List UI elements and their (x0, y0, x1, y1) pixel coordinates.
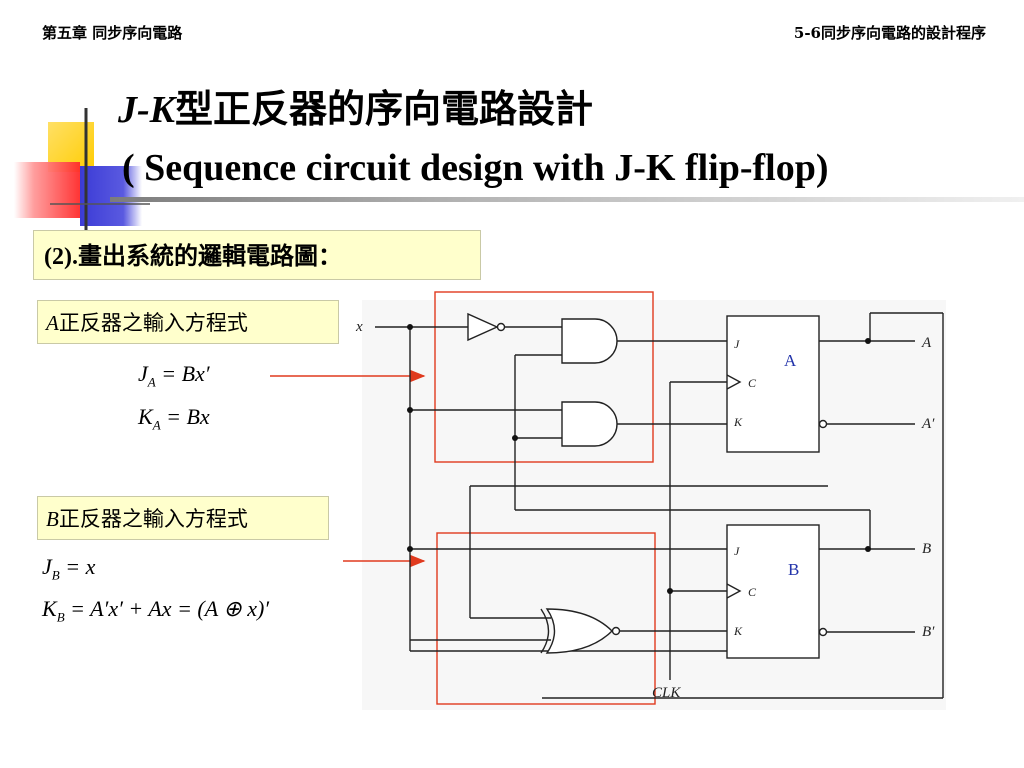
out-a-label: A (921, 335, 932, 351)
section-header: 5-6同步序向電路的設計程序 (793, 24, 986, 42)
ff-b-label: B正反器之輸入方程式 (37, 496, 329, 540)
flipflop-a-box (726, 315, 820, 453)
ff-b-var: B (46, 507, 59, 531)
step-number: (2). (44, 244, 78, 270)
eq-ka-rhs: = Bx (166, 404, 210, 429)
eq-jb: JB = x (42, 554, 95, 583)
out-b-bar-label: B′ (922, 624, 935, 640)
slide-subtitle: ( Sequence circuit design with J-K flip-… (122, 147, 829, 189)
eq-ja-sub: A (147, 374, 156, 390)
eq-jb-rhs: = x (65, 554, 96, 579)
out-a-bar-label: A′ (921, 416, 935, 432)
eq-jb-sub: B (51, 567, 60, 583)
circuit-panel (362, 300, 946, 710)
title-jk: J-K (118, 89, 175, 131)
highlight-box-a (434, 291, 654, 463)
ff-a-name: A (784, 351, 797, 370)
ffa-pin-c: C (748, 376, 757, 390)
eq-ja-rhs: = Bx′ (161, 361, 210, 386)
eq-kb-rhs: = A′x′ + Ax = (A ⊕ x)′ (70, 596, 270, 621)
eq-kb-lhs: K (42, 596, 57, 621)
and-gate-ka (561, 401, 618, 447)
chapter-header: 第五章 同步序向電路 (42, 24, 183, 42)
ffb-pin-c: C (748, 585, 757, 599)
ff-a-label-text: 正反器之輸入方程式 (58, 311, 248, 335)
junction-dot (667, 588, 673, 594)
ffb-pin-j: J (734, 544, 740, 558)
eq-ka: KA = Bx (138, 404, 210, 433)
step-heading: (2).畫出系統的邏輯電路圖： (33, 230, 481, 280)
and-gate-ja (561, 318, 618, 364)
junction-dot (865, 338, 871, 344)
junction-dot (512, 435, 518, 441)
junction-dot (407, 546, 413, 552)
highlight-box-b (436, 532, 656, 705)
ffb-pin-k: K (733, 624, 743, 638)
eq-ka-lhs: K (138, 404, 153, 429)
eq-kb-sub: B (56, 609, 65, 625)
junction-dot (407, 324, 413, 330)
title-underline (110, 197, 1024, 202)
eq-ka-sub: A (152, 417, 161, 433)
out-b-label: B (922, 541, 931, 557)
xnor-gate (545, 608, 613, 654)
eq-ja: JA = Bx′ (138, 361, 210, 390)
eq-kb: KB = A′x′ + Ax = (A ⊕ x)′ (42, 596, 269, 625)
junction-dot (407, 407, 413, 413)
eq-ja-lhs: J (138, 361, 148, 386)
ff-b-label-text: 正反器之輸入方程式 (58, 507, 248, 531)
inverter-gate (467, 312, 499, 342)
title-zh: 型正反器的序向電路設計 (175, 86, 594, 131)
ff-a-var: A (46, 311, 59, 335)
input-x-label: x (355, 319, 363, 335)
clk-label: CLK (652, 685, 681, 701)
step-text: 畫出系統的邏輯電路圖： (77, 241, 342, 270)
ffa-pin-k: K (733, 415, 743, 429)
ff-a-label: A正反器之輸入方程式 (37, 300, 339, 344)
eq-jb-lhs: J (42, 554, 52, 579)
ffa-pin-j: J (734, 337, 740, 351)
flipflop-b-box (726, 524, 820, 659)
decor-blue-block (80, 166, 142, 226)
ff-b-name: B (788, 560, 799, 579)
junction-dot (865, 546, 871, 552)
slide-title: J-K型正反器的序向電路設計 (118, 78, 593, 133)
decor-red-block (14, 162, 80, 218)
decor-blocks (14, 108, 150, 238)
